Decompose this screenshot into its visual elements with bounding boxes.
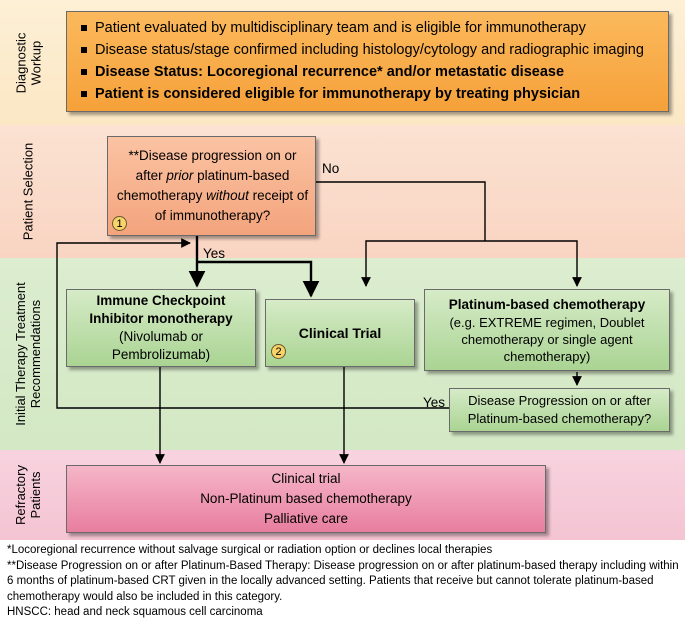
- question-text: **Disease progression on or after prior …: [108, 146, 317, 226]
- no-path: [316, 181, 486, 241]
- diagnostic-workup-box: Patient evaluated by multidisciplinary t…: [66, 11, 669, 112]
- yes-label: Yes: [203, 246, 226, 261]
- arrow-no-to-chemo: [365, 240, 582, 287]
- ici-title: Inhibitor monotherapy: [89, 311, 233, 326]
- refractory-option: Non-Platinum based chemotherapy: [200, 491, 412, 506]
- diagnostic-item: Disease status/stage confirmed including…: [77, 39, 668, 61]
- ici-title: Immune Checkpoint: [96, 293, 226, 308]
- refractory-option: Clinical trial: [271, 471, 341, 486]
- progression-text: Platinum-based chemotherapy?: [467, 411, 652, 426]
- progression-after-platinum-box: Disease Progression on or after Platinum…: [449, 388, 670, 432]
- question-fragment: platinum-based: [193, 168, 290, 183]
- yes-loop-path: [56, 238, 449, 409]
- chemo-subtitle: (e.g. EXTREME regimen, Doublet: [449, 315, 645, 330]
- question-fragment: receipt of: [248, 188, 309, 203]
- diagnostic-item: Patient evaluated by multidisciplinary t…: [77, 17, 668, 39]
- progression-text: Disease Progression on or after: [468, 393, 651, 408]
- question-line: chemotherapy without receipt of: [108, 186, 317, 206]
- refractory-options-box: Clinical trial Non-Platinum based chemot…: [66, 465, 546, 533]
- clinical-trial-box: Clinical Trial 2: [265, 299, 415, 367]
- chemo-title: Platinum-based chemotherapy: [448, 297, 646, 312]
- diagnostic-item: Disease Status: Locoregional recurrence*…: [77, 61, 668, 83]
- question-fragment: chemotherapy: [116, 188, 207, 203]
- immune-checkpoint-inhibitor-box: Immune Checkpoint Inhibitor monotherapy …: [66, 289, 256, 367]
- step-badge-2: 2: [271, 344, 286, 359]
- chemo-subtitle: chemotherapy or single agent: [461, 332, 633, 347]
- footnote: *Locoregional recurrence without salvage…: [7, 544, 493, 556]
- diagnostic-list: Patient evaluated by multidisciplinary t…: [77, 17, 668, 105]
- question-emphasis: prior: [166, 168, 194, 183]
- question-fragment: after: [135, 168, 167, 183]
- footnote: **Disease Progression on or after Platin…: [7, 559, 679, 603]
- footnote: HNSCC: head and neck squamous cell carci…: [7, 606, 263, 618]
- footnote-area: [0, 540, 685, 623]
- diagnostic-item: Patient is considered eligible for immun…: [77, 83, 668, 105]
- question-emphasis: without: [206, 188, 249, 203]
- question-line: **Disease progression on or: [128, 148, 297, 163]
- question-line: after prior platinum-based: [108, 166, 317, 186]
- ici-subtitle: (Nivolumab or: [118, 329, 204, 344]
- arrow-question-to-trial: [197, 260, 320, 298]
- no-label: No: [322, 161, 340, 176]
- refractory-option: Palliative care: [263, 511, 349, 526]
- platinum-chemotherapy-box: Platinum-based chemotherapy (e.g. EXTREM…: [424, 289, 670, 371]
- ici-subtitle: Pembrolizumab): [111, 347, 211, 362]
- question-line: of immunotherapy?: [154, 208, 271, 223]
- clinical-trial-title: Clinical Trial: [298, 325, 382, 341]
- yes-loop-label: Yes: [423, 395, 446, 410]
- chemo-subtitle: chemotherapy): [503, 349, 591, 364]
- disease-progression-question-box: **Disease progression on or after prior …: [107, 136, 316, 236]
- step-badge-1: 1: [112, 216, 127, 231]
- footnotes: *Locoregional recurrence without salvage…: [7, 543, 682, 621]
